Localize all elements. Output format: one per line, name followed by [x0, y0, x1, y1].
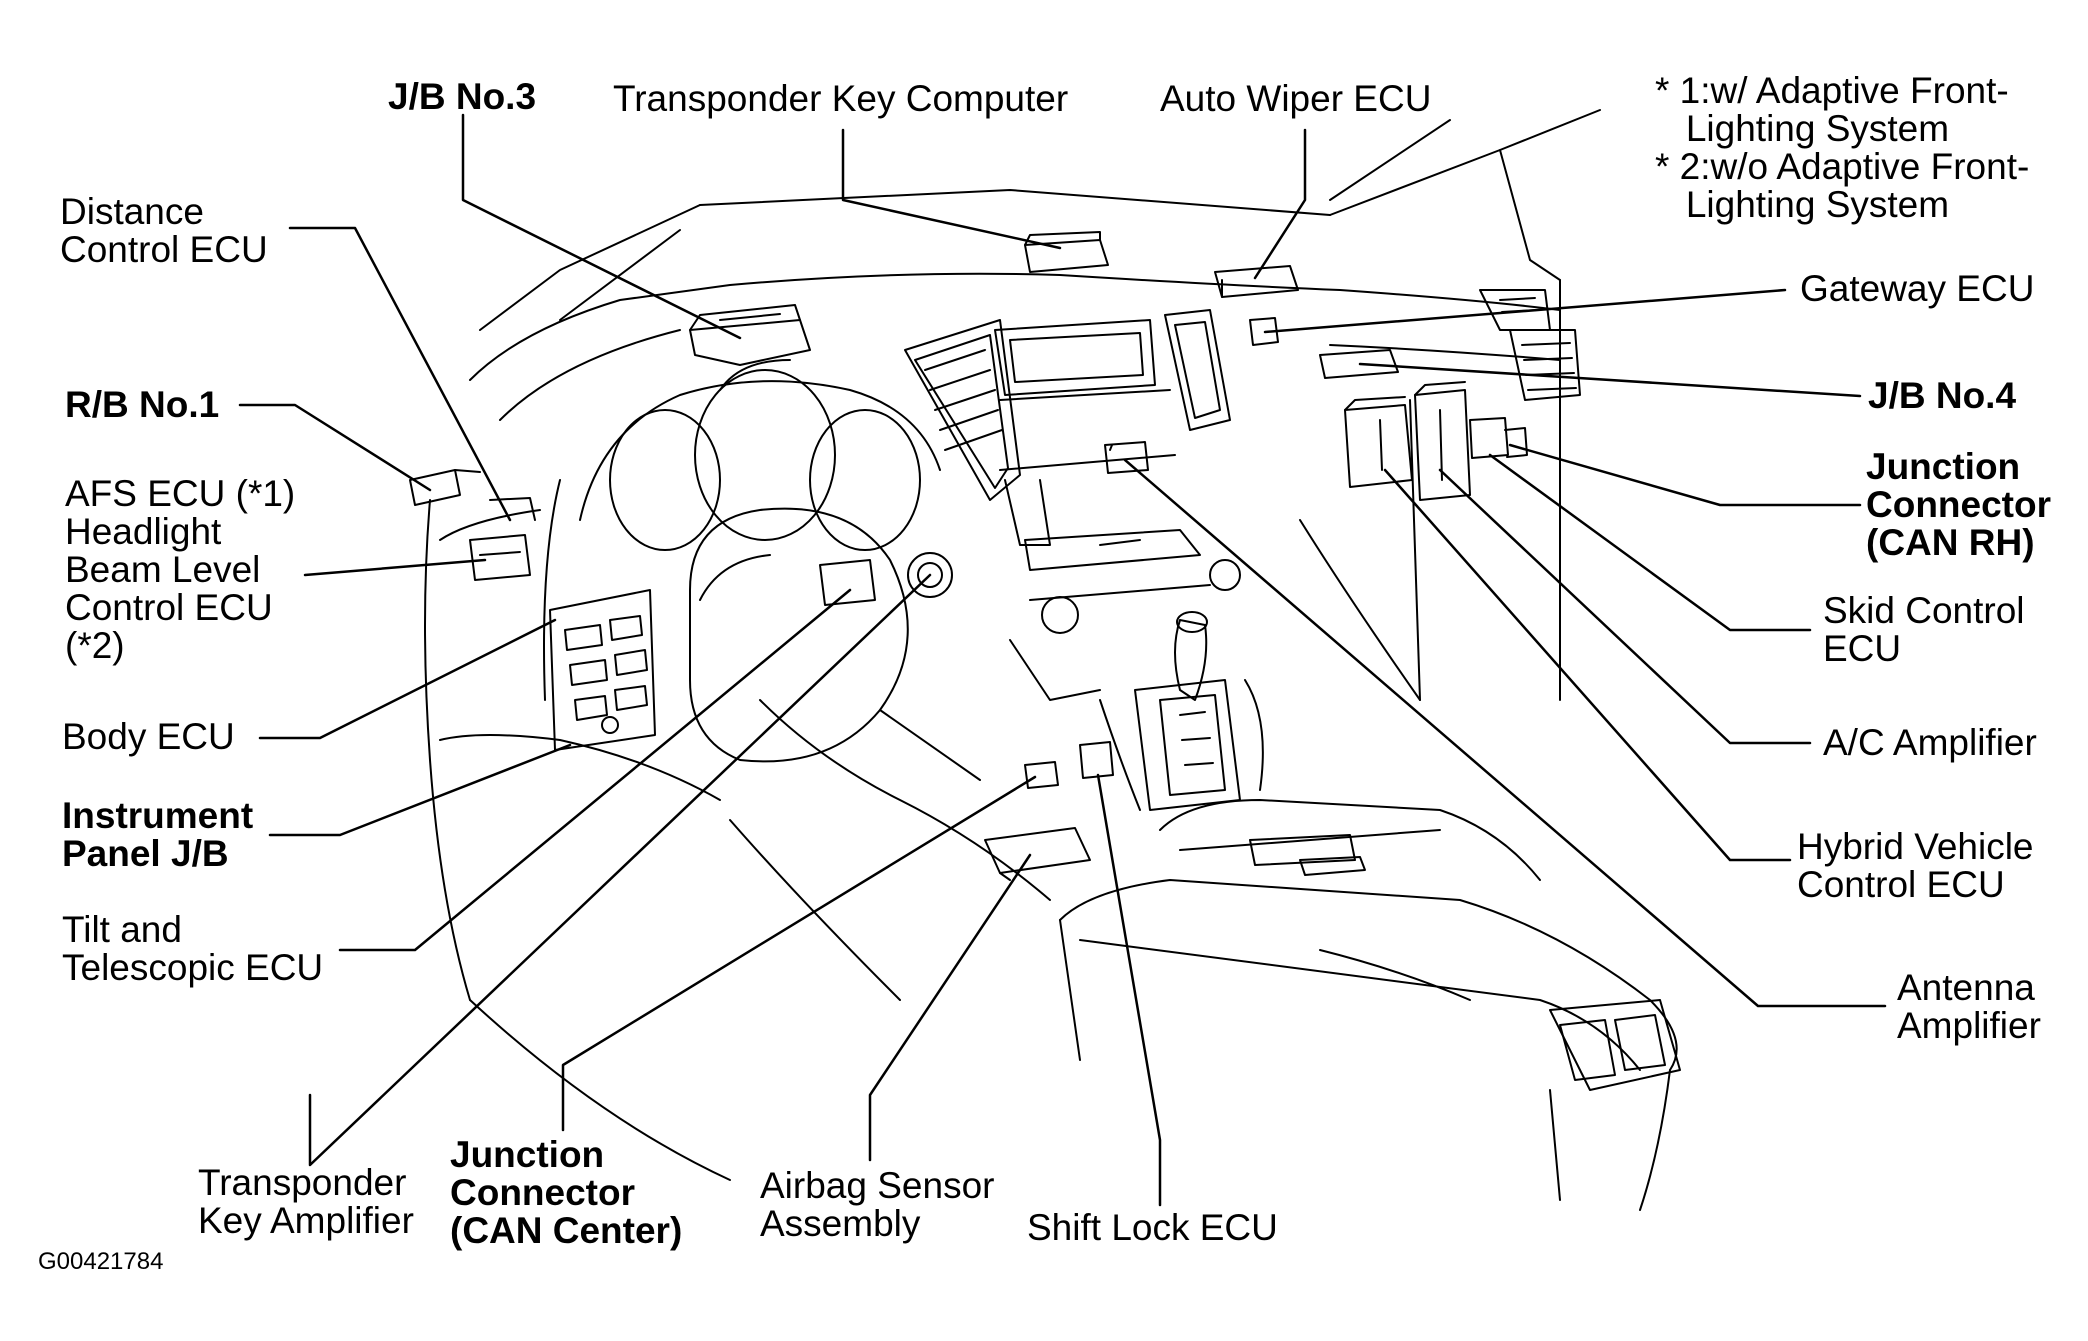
leader-distance-control-ecu: [288, 226, 512, 522]
component-rb1: [409, 469, 481, 506]
component-transponder-key-computer: [1024, 231, 1109, 273]
component-gateway-ecu: [1249, 317, 1279, 346]
label-gateway-ecu: Gateway ECU: [1800, 268, 2035, 309]
label-antenna-amplifier: Antenna Amplifier: [1897, 967, 2041, 1046]
leader-instrument-panel-jb: [268, 743, 572, 837]
component-antenna-amplifier: [1104, 441, 1149, 474]
leader-transponder-key-computer: [841, 128, 1062, 250]
windshield-outline: [479, 109, 1601, 331]
component-junction-connector-center: [1024, 761, 1059, 789]
label-tilt-telescopic-ecu: Tilt and Telescopic ECU: [62, 909, 324, 988]
leader-shift-lock-ecu: [1096, 773, 1162, 1207]
label-transponder-key-computer: Transponder Key Computer: [613, 78, 1069, 119]
leader-transponder-key-amplifier: [308, 573, 932, 1167]
component-hybrid-and-ac-units: [1344, 381, 1528, 501]
component-afs-ecu: [469, 497, 536, 581]
label-skid-control-ecu: Skid Control ECU: [1823, 590, 2025, 669]
center-stack: [904, 309, 1241, 701]
center-armrest-console: [1059, 799, 1681, 1211]
leader-skid-control-ecu: [1488, 453, 1812, 632]
label-rb1: R/B No.1: [65, 384, 220, 425]
label-body-ecu: Body ECU: [62, 716, 235, 757]
component-shift-lock-ecu: [1079, 741, 1114, 779]
label-jb3: J/B No.3: [388, 76, 537, 117]
steering-wheel: [689, 507, 981, 781]
leader-jb3: [461, 113, 742, 340]
leader-gateway-ecu: [1263, 288, 1787, 334]
label-jb4: J/B No.4: [1868, 375, 2017, 416]
leader-antenna-amplifier: [1123, 458, 1887, 1008]
label-shift-lock-ecu: Shift Lock ECU: [1027, 1207, 1278, 1248]
component-tilt-telescopic-ecu: [819, 559, 876, 606]
leader-body-ecu: [258, 618, 557, 740]
shift-lever: [1099, 611, 1264, 811]
component-jb3: [689, 304, 811, 366]
leader-ac-amplifier: [1438, 468, 1812, 745]
leader-afs-ecu: [303, 558, 487, 577]
leader-auto-wiper-ecu: [1253, 128, 1307, 280]
label-distance-control-ecu: Distance Control ECU: [60, 191, 268, 270]
leader-rb1: [238, 403, 432, 492]
footnote-2: * 2:w/o Adaptive Front- Lighting System: [1655, 146, 2030, 225]
component-airbag-sensor-assembly: [984, 827, 1091, 881]
label-junction-connector-center: Junction Connector (CAN Center): [450, 1134, 683, 1251]
label-junction-connector-rh: Junction Connector (CAN RH): [1866, 446, 2051, 563]
label-auto-wiper-ecu: Auto Wiper ECU: [1160, 78, 1432, 119]
label-hybrid-vehicle-control-ecu: Hybrid Vehicle Control ECU: [1797, 826, 2034, 905]
figure-code: G00421784: [38, 1248, 164, 1275]
dashboard-outline: [469, 272, 1561, 701]
leader-hybrid-vehicle-control-ecu: [1383, 468, 1792, 862]
leader-tilt-telescopic-ecu: [338, 588, 852, 952]
leader-airbag-sensor-assembly: [868, 853, 1032, 1162]
instrument-cluster: [579, 359, 941, 551]
label-ac-amplifier: A/C Amplifier: [1823, 722, 2037, 763]
label-instrument-panel-jb: Instrument Panel J/B: [62, 795, 254, 874]
label-transponder-key-amplifier: Transponder Key Amplifier: [198, 1162, 414, 1241]
left-panel-outline: [424, 479, 1051, 1181]
leader-junction-connector-center: [561, 775, 1037, 1132]
label-airbag-sensor-assembly: Airbag Sensor Assembly: [760, 1165, 995, 1244]
footnote-1: * 1:w/ Adaptive Front- Lighting System: [1655, 70, 2009, 149]
component-instrument-panel-jb: [549, 589, 656, 751]
ignition-switch: [907, 552, 953, 598]
label-afs-ecu: AFS ECU (*1) Headlight Beam Level Contro…: [65, 473, 296, 666]
right-air-vent: [1479, 289, 1581, 401]
leader-jb4: [1358, 362, 1862, 398]
component-jb4: [1319, 349, 1399, 379]
leader-lines: [238, 113, 1887, 1207]
leader-junction-connector-rh: [1508, 443, 1862, 507]
component-auto-wiper-ecu: [1214, 265, 1299, 298]
